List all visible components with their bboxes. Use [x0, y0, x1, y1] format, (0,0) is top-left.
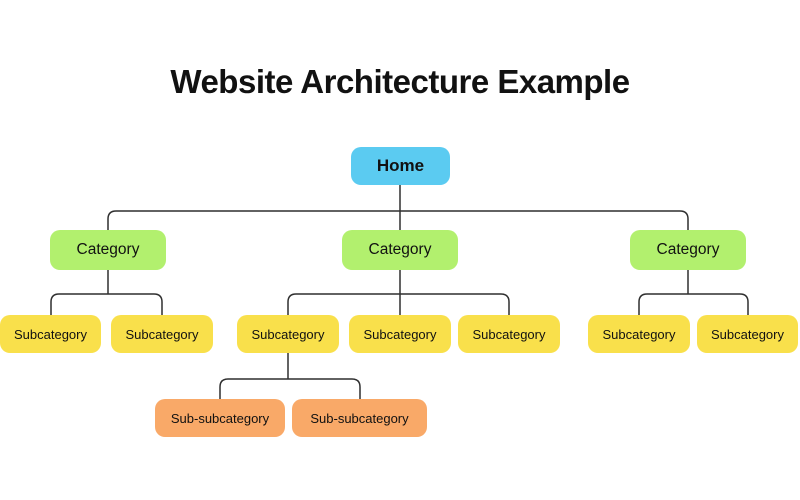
connector-home-bar [107, 210, 689, 230]
node-subcategory-4: Subcategory [349, 315, 451, 353]
node-category-1: Category [50, 230, 166, 270]
page-title: Website Architecture Example [170, 63, 630, 100]
node-subcategory-1: Subcategory [0, 315, 101, 353]
node-home: Home [351, 147, 450, 185]
connector-category-2-bar [287, 293, 510, 315]
node-category-3: Category [630, 230, 746, 270]
node-subcategory-7: Subcategory [697, 315, 798, 353]
connector-category-1-bar [50, 293, 163, 315]
connector-category-3-bar [638, 293, 749, 315]
node-sub-subcategory-2: Sub-subcategory [292, 399, 427, 437]
node-subcategory-6: Subcategory [588, 315, 690, 353]
node-subcategory-2: Subcategory [111, 315, 213, 353]
node-category-2: Category [342, 230, 458, 270]
node-sub-subcategory-1: Sub-subcategory [155, 399, 285, 437]
connector-subcategory-3-bar [219, 378, 361, 399]
node-subcategory-3: Subcategory [237, 315, 339, 353]
node-subcategory-5: Subcategory [458, 315, 560, 353]
